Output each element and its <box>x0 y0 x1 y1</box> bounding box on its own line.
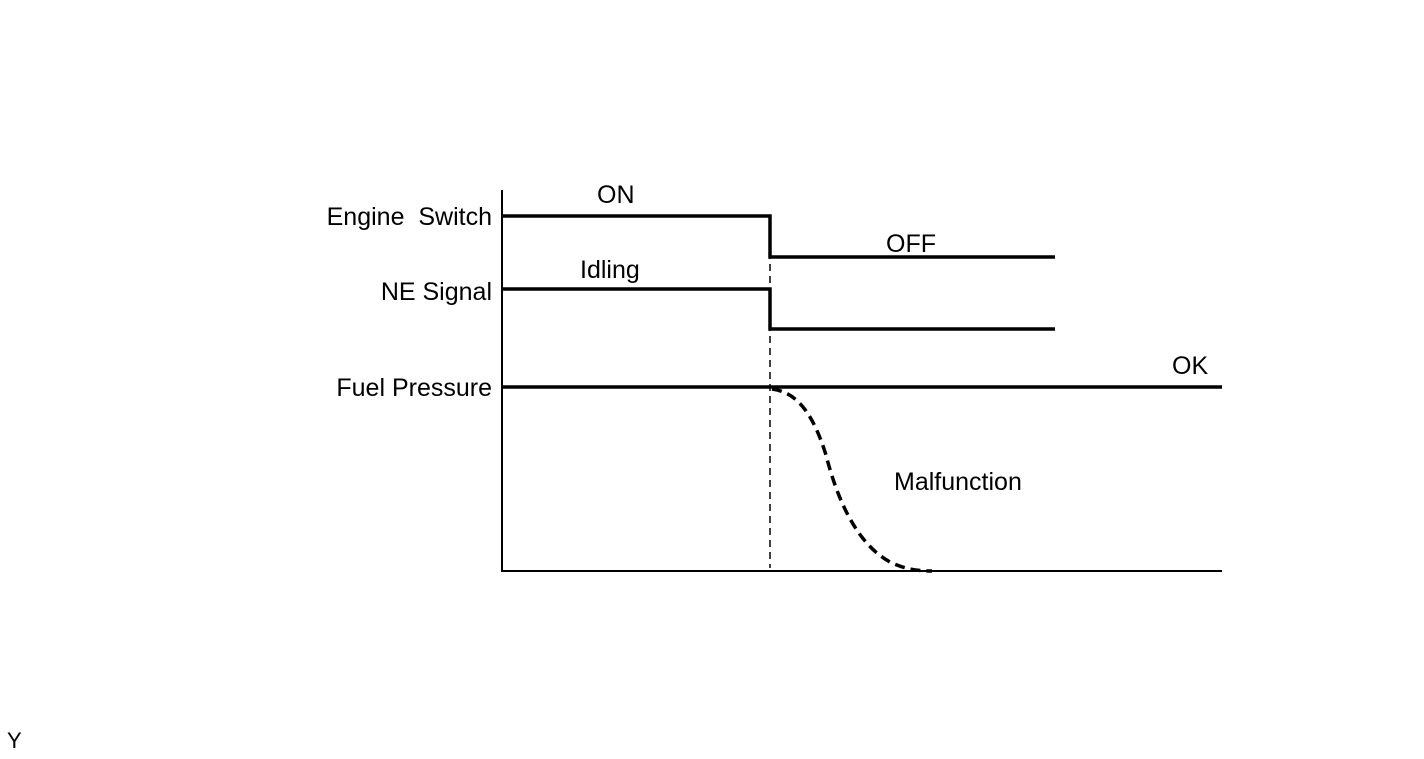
state-off-label: OFF <box>886 230 936 258</box>
state-malfunction-label: Malfunction <box>894 468 1022 496</box>
engine-switch-waveform <box>502 214 1055 259</box>
corner-mark: Y <box>7 728 22 753</box>
state-ok-label: OK <box>1172 352 1208 380</box>
ne-signal-label: NE Signal <box>381 278 492 306</box>
fuel-pressure-label: Fuel Pressure <box>336 374 492 402</box>
state-on-label: ON <box>597 181 635 209</box>
engine-switch-label: Engine Switch <box>327 203 492 231</box>
ne-signal-waveform <box>502 287 1055 331</box>
fuel-pressure-malfunction-curve <box>771 387 933 573</box>
state-idling-label: Idling <box>580 256 640 284</box>
